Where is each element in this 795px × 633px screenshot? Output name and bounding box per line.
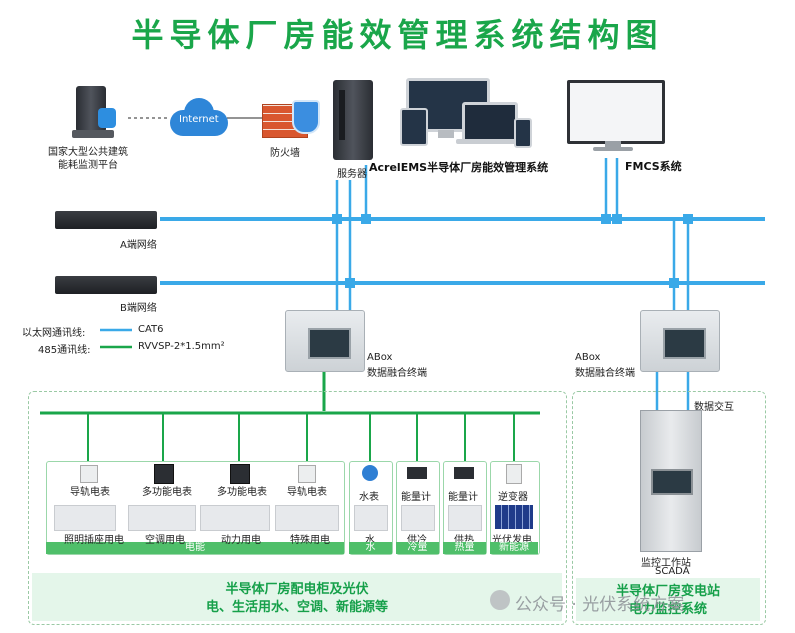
legend-rs485-label: 485通讯线: xyxy=(38,345,91,356)
energy-meter-icon xyxy=(407,467,427,479)
a-network-label: A端网络 xyxy=(120,240,157,251)
load-label: 供热 xyxy=(454,535,474,546)
solar-panel-icon xyxy=(495,505,533,529)
substation-title-2: 电力监控系统 xyxy=(628,602,707,617)
fmcs-label: FMCS系统 xyxy=(625,160,682,173)
device-label: 多功能电表 xyxy=(142,487,192,498)
legend-ethernet-value: CAT6 xyxy=(138,324,164,335)
device-label: 水表 xyxy=(359,492,379,503)
load-thumbnail xyxy=(128,505,196,531)
load-thumbnail xyxy=(200,505,270,531)
distribution-title-band xyxy=(32,573,562,621)
watermark: 公众号 · 光伏系统方案 xyxy=(515,595,685,615)
abox-left-desc: 数据融合终端 xyxy=(367,368,427,379)
station-label-2: SCADA xyxy=(655,566,690,577)
page-title: 半导体厂房能效管理系统结构图 xyxy=(131,16,664,54)
load-label: 光伏发电 xyxy=(492,535,532,546)
device-label: 多功能电表 xyxy=(217,487,267,498)
category-electric: 电能 xyxy=(46,542,344,554)
device-label: 导轨电表 xyxy=(287,487,327,498)
load-label: 水 xyxy=(365,535,375,546)
device-label: 能量计 xyxy=(448,492,478,503)
load-thumbnail xyxy=(354,505,388,531)
b-network-label: B端网络 xyxy=(120,303,157,314)
server-icon xyxy=(333,80,373,160)
legend-ethernet-label: 以太网通讯线: xyxy=(22,328,86,339)
abox-right-name: ABox xyxy=(575,352,601,363)
device-label: 导轨电表 xyxy=(70,487,110,498)
internet-label: Internet xyxy=(179,114,219,125)
multifunction-meter-icon xyxy=(230,464,250,484)
wechat-icon xyxy=(490,590,510,610)
rail-meter-icon xyxy=(80,465,98,483)
load-label: 动力用电 xyxy=(221,535,261,546)
abox-left-icon xyxy=(285,310,365,372)
platform-label-1: 国家大型公共建筑 xyxy=(48,147,128,158)
load-label: 特殊用电 xyxy=(290,535,330,546)
abox-right-icon xyxy=(640,310,720,372)
substation-region xyxy=(572,391,766,625)
category-renewable: 新能源 xyxy=(490,542,538,554)
abox-left-name: ABox xyxy=(367,352,393,363)
a-network-switch-icon xyxy=(55,211,157,229)
legend-rs485-value: RVVSP-2*1.5mm² xyxy=(138,341,225,352)
load-label: 空调用电 xyxy=(145,535,185,546)
rail-meter-icon xyxy=(298,465,316,483)
category-cooling: 冷量 xyxy=(396,542,439,554)
server-label: 服务器 xyxy=(337,169,367,180)
load-thumbnail xyxy=(448,505,482,531)
category-water: 水 xyxy=(349,542,392,554)
scada-cabinet-icon xyxy=(640,410,702,552)
ems-devices-icon xyxy=(400,78,532,154)
inverter-icon xyxy=(506,464,522,484)
substation-title-band xyxy=(576,578,760,621)
distribution-panel-region xyxy=(28,391,567,625)
water-meter-icon xyxy=(362,465,378,481)
device-label: 能量计 xyxy=(401,492,431,503)
platform-label-2: 能耗监测平台 xyxy=(58,160,118,171)
station-label-1: 监控工作站 xyxy=(641,558,691,569)
fmcs-monitor-icon xyxy=(567,80,665,154)
load-thumbnail xyxy=(275,505,339,531)
energy-meter-icon xyxy=(454,467,474,479)
platform-server-icon xyxy=(70,86,120,140)
category-heating: 热量 xyxy=(443,542,486,554)
b-network-switch-icon xyxy=(55,276,157,294)
load-thumbnail xyxy=(54,505,116,531)
distribution-title-1: 半导体厂房配电柜及光伏 xyxy=(225,582,369,597)
firewall-label: 防火墙 xyxy=(270,148,300,159)
firewall-icon xyxy=(262,100,320,138)
device-label: 逆变器 xyxy=(498,492,528,503)
abox-right-desc: 数据融合终端 xyxy=(575,368,635,379)
load-thumbnail xyxy=(401,505,435,531)
distribution-title-2: 电、生活用水、空调、新能源等 xyxy=(205,600,388,615)
multifunction-meter-icon xyxy=(154,464,174,484)
internet-cloud-icon: Internet xyxy=(170,96,230,138)
data-exchange-label: 数据交互 xyxy=(694,402,734,413)
load-label: 照明插座用电 xyxy=(64,535,124,546)
load-label: 供冷 xyxy=(407,535,427,546)
ems-label: AcrelEMS半导体厂房能效管理系统 xyxy=(369,161,549,174)
substation-title-1: 半导体厂房变电站 xyxy=(615,584,720,599)
